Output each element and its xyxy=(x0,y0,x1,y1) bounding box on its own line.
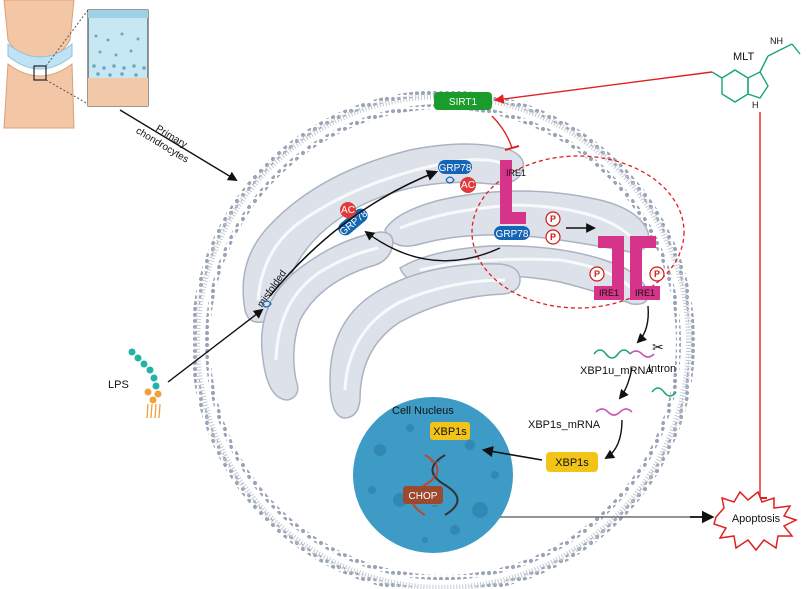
phospho-label-3: P xyxy=(594,269,600,279)
chondrocytes-arrow xyxy=(119,109,238,182)
scissors-icon: ✂ xyxy=(652,340,664,356)
ire1-dimer-left-label: IRE1 xyxy=(599,288,619,298)
xbp1s-nuclear-box xyxy=(430,422,470,440)
apoptosis-starburst xyxy=(713,490,798,552)
xbp1s-mrna-label: XBP1s_mRNA xyxy=(528,419,601,431)
protein-squiggle-top xyxy=(445,176,455,184)
ac-top-circle xyxy=(460,177,476,193)
primary-chondrocytes-label: Primary chondrocytes xyxy=(134,123,191,165)
ire1-dimer-left-base xyxy=(594,286,624,300)
misfolded-to-grp78-arrow xyxy=(269,170,439,297)
mlt-h-label: H xyxy=(752,100,759,110)
cell-nucleus-label: Cell Nucleus xyxy=(392,405,454,417)
mlt-molecule-structure xyxy=(711,43,801,103)
er-lumen xyxy=(256,158,638,391)
ac-left-circle xyxy=(340,202,356,218)
chop-box xyxy=(403,486,443,504)
lps-molecule xyxy=(128,348,162,419)
xbp1s-mrna-to-protein-arrow xyxy=(604,419,623,460)
xbp1u-mrna-wave-pink xyxy=(629,350,655,358)
phospho-label-1: P xyxy=(550,214,556,224)
phospho-circle-3 xyxy=(589,266,605,282)
lps-arrow xyxy=(167,308,264,383)
knee-joint-illustration xyxy=(3,0,89,129)
chop-label: CHOP xyxy=(409,491,438,502)
ire1-dimer-right-label: IRE1 xyxy=(635,288,655,298)
xbp1s-nuclear-label: XBP1s xyxy=(433,426,467,438)
grp78-bound-box xyxy=(494,226,530,240)
mlt-nh-label: NH xyxy=(770,36,783,46)
sirt1-inhibits-ire1-bar xyxy=(504,145,520,151)
xbp1s-protein-box xyxy=(546,452,598,472)
xbp1u-to-xbp1s-mrna-arrow xyxy=(618,367,633,400)
ire1-to-xbp1u-arrow xyxy=(636,305,649,344)
xbp1s-to-nucleus-arrow xyxy=(481,446,543,461)
ac-left-label: AC xyxy=(341,205,355,216)
grp78-top-box xyxy=(438,160,472,174)
intron-wave xyxy=(651,387,677,397)
ire1-dimer-right-base xyxy=(630,286,660,300)
ire1-monomer xyxy=(500,160,526,224)
mlt-to-sirt1-arrow xyxy=(494,71,713,104)
mlt-label: MLT xyxy=(733,51,754,63)
apoptosis-label: Apoptosis xyxy=(732,513,781,525)
phospho-label-4: P xyxy=(654,269,660,279)
lps-label: LPS xyxy=(108,379,129,391)
phospho-label-2: P xyxy=(550,232,556,242)
sirt1-label: SIRT1 xyxy=(449,97,478,108)
phospho-circle-2 xyxy=(545,229,561,245)
cartilage-zoom-panel xyxy=(87,9,149,107)
sirt1-box xyxy=(434,92,492,110)
phospho-circle-1 xyxy=(545,211,561,227)
ac-top-label: AC xyxy=(461,180,475,191)
ire1-monomer-label: IRE1 xyxy=(506,168,526,178)
misfolded-protein-squiggle xyxy=(261,300,272,308)
sirt1-inhibits-ire1-line xyxy=(491,115,513,149)
xbp1u-mrna-label: XBP1u_mRNA xyxy=(580,365,653,377)
ire1-activation-region xyxy=(471,155,685,309)
xbp1s-protein-label: XBP1s xyxy=(555,457,589,469)
phospho-circle-4 xyxy=(649,266,665,282)
xbp1s-mrna-wave xyxy=(595,408,633,416)
xbp1u-mrna-wave-green xyxy=(593,349,631,359)
ire1-dimer xyxy=(598,236,656,300)
intron-label: Intron xyxy=(648,363,676,375)
grp78-top-label: GRP78 xyxy=(439,163,472,174)
grp78-release-arrow xyxy=(364,230,501,262)
grp78-bound-label: GRP78 xyxy=(496,229,529,240)
